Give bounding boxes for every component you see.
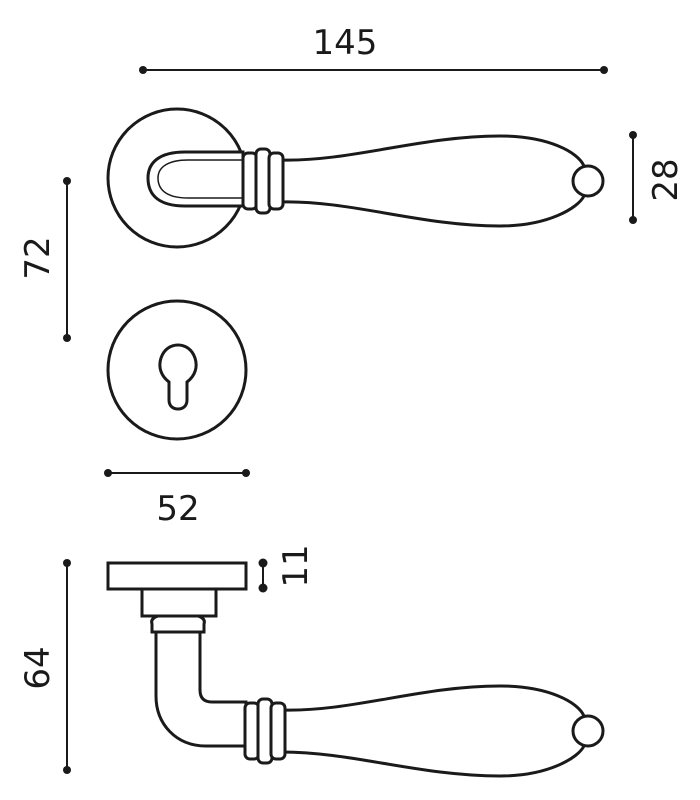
dimension-rose-spacing-label: 72 xyxy=(18,236,58,279)
handle-neck xyxy=(146,150,245,208)
dimension-rose-diameter-label: 52 xyxy=(156,489,199,529)
dimension-projection: 64 xyxy=(18,559,71,774)
front-view-handle xyxy=(106,107,605,249)
side-lever-end-knob xyxy=(571,714,605,748)
dimension-projection-label: 64 xyxy=(18,646,58,689)
side-collar-ring xyxy=(269,701,287,761)
dimension-rose-diameter: 52 xyxy=(104,469,250,529)
keyhole-icon xyxy=(158,343,198,411)
dimension-rose-thickness: 11 xyxy=(258,544,316,593)
lever-grip xyxy=(278,134,586,228)
side-base-plug xyxy=(140,587,218,618)
dimension-total-length-label: 145 xyxy=(313,23,378,63)
side-lever-grip xyxy=(280,684,586,778)
lever-end-knob xyxy=(571,164,605,198)
dimension-rose-spacing: 72 xyxy=(18,177,71,342)
dimension-rose-thickness-label: 11 xyxy=(276,544,316,587)
collar-ring xyxy=(267,151,285,211)
dimension-lever-height: 28 xyxy=(629,131,686,224)
side-rose-plate xyxy=(106,561,248,591)
side-view-handle xyxy=(106,561,605,778)
dimension-lever-height-label: 28 xyxy=(646,158,686,201)
side-lever-shank xyxy=(154,628,248,748)
dimension-total-length: 145 xyxy=(139,23,608,74)
escutcheon xyxy=(106,299,248,441)
